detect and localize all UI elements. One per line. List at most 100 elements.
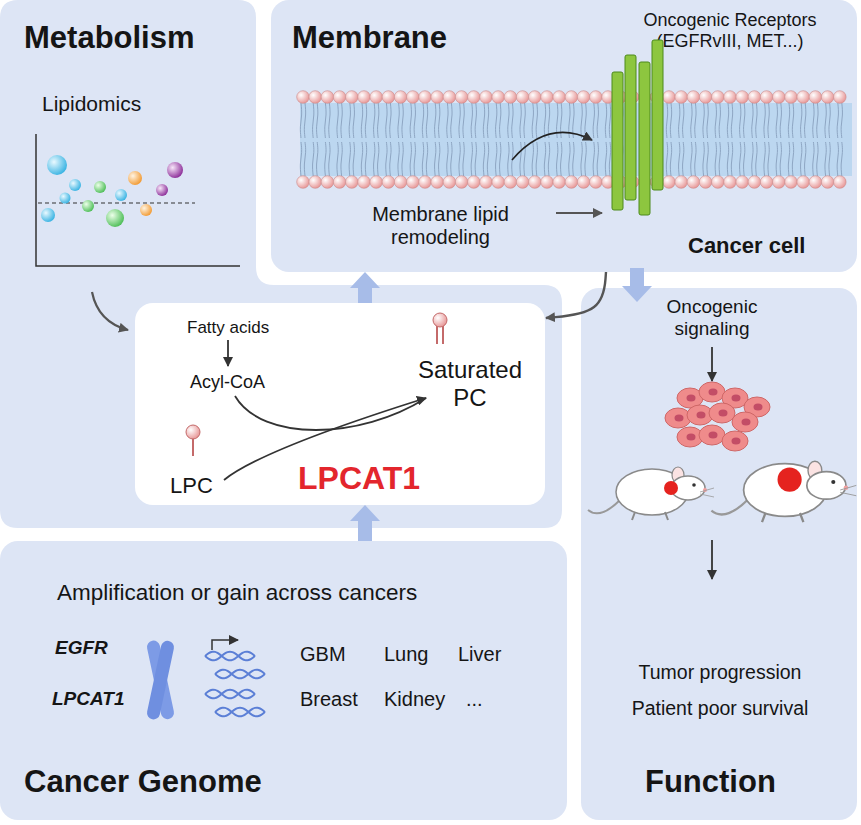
membrane-panel: MembraneOncogenic Receptors (EGFRvIII, M…: [271, 0, 857, 272]
cancer-type: Liver: [458, 643, 501, 666]
tumor-cells: [699, 425, 725, 445]
metabolite-label: Acyl-CoA: [190, 372, 265, 393]
lipid-bilayer: [646, 142, 647, 176]
tumor-cells: [699, 382, 725, 402]
lipid-bilayer: [736, 176, 749, 189]
reaction-scheme: [433, 313, 447, 327]
lipid-bilayer: [841, 142, 842, 176]
lipid-bilayer: [341, 142, 342, 176]
cancer-type: Kidney: [384, 688, 445, 711]
lipid-bilayer: [317, 142, 318, 176]
lipid-bilayer: [496, 142, 497, 176]
outcome-label: Patient poor survival: [590, 697, 850, 719]
lipid-bilayer: [536, 142, 537, 176]
lipid-bilayer: [829, 103, 830, 138]
mouse: [831, 480, 835, 484]
lipid-bilayer: [679, 103, 680, 138]
lipid-bilayer: [602, 176, 615, 189]
lipid-bilayer: [524, 103, 525, 138]
lipid-bilayer: [569, 142, 570, 176]
tumor-cells: [732, 395, 741, 402]
lipid-bilayer: [500, 142, 501, 176]
lipid-bilayer: [553, 91, 566, 104]
tumor-cells: [709, 432, 718, 439]
tumor-cells: [722, 431, 748, 451]
tumor-cells: [665, 382, 770, 451]
lipid-bilayer: [349, 103, 350, 138]
plot-title: Lipidomics: [42, 92, 141, 116]
lipid-bilayer: [805, 142, 806, 176]
lipid-bilayer: [654, 103, 655, 138]
tumor-cells: [677, 427, 703, 447]
lipid-bilayer: [658, 103, 659, 138]
flow-arrow: [92, 292, 128, 330]
dna-helix: [205, 690, 255, 699]
lipid-bilayer: [792, 142, 793, 176]
lipid-bilayer: [451, 142, 452, 176]
lipid-bilayer: [813, 103, 814, 138]
block-arrow: [358, 521, 372, 541]
lipid-bilayer: [532, 142, 533, 176]
process-label: Oncogenic signaling: [647, 296, 777, 340]
lipid-bilayer: [374, 103, 375, 138]
lipid-bilayer: [386, 142, 387, 176]
lipid-bilayer: [663, 91, 676, 104]
lipid-bilayer: [740, 103, 741, 138]
lipid-bilayer: [394, 176, 407, 189]
lipid-bilayer: [760, 91, 773, 104]
lipid-bilayer: [358, 176, 371, 189]
lipid-bilayer: [455, 91, 468, 104]
lipid-bilayer: [622, 103, 623, 138]
mouse: [671, 476, 705, 500]
lipid-bilayer: [756, 103, 757, 138]
lipidomics-plot: [128, 171, 142, 185]
lipid-bilayer: [483, 142, 484, 176]
lipid-bilayer: [626, 176, 639, 189]
lipid-bilayer: [687, 176, 700, 189]
lipid-bilayer: [557, 142, 558, 176]
lipid-bilayer: [719, 103, 720, 138]
lipid-bilayer: [609, 103, 610, 138]
lipid-bilayer: [422, 142, 423, 176]
lipid-bilayer: [654, 142, 655, 176]
panel-heading: Membrane: [292, 20, 447, 56]
lipid-bilayer: [797, 176, 810, 189]
panel-subtitle: Amplification or gain across cancers: [57, 580, 417, 606]
flow-arrow: [546, 272, 606, 318]
lipid-bilayer: [353, 103, 354, 138]
lipid-bilayer: [402, 142, 403, 176]
lipid-bilayer: [829, 142, 830, 176]
panel-heading: Metabolism: [24, 20, 195, 56]
lipid-bilayer: [695, 142, 696, 176]
dna-helix: [215, 670, 265, 679]
lipid-bilayer: [666, 142, 667, 176]
cancer-type: ...: [466, 688, 483, 711]
lipid-bilayer: [544, 103, 545, 138]
lipid-bilayer: [618, 142, 619, 176]
lipid-bilayer: [329, 103, 330, 138]
tumor-cells: [699, 382, 725, 402]
lipid-bilayer: [825, 142, 826, 176]
cancer-type: Lung: [384, 643, 429, 666]
lipid-bilayer: [760, 176, 773, 189]
chromosome: [146, 640, 175, 721]
mouse: [711, 499, 748, 514]
lipid-bilayer: [304, 142, 305, 176]
mouse: [744, 464, 827, 517]
lipid-bilayer: [402, 103, 403, 138]
lipid-bilayer: [447, 142, 448, 176]
mouse: [672, 467, 684, 483]
lipid-bilayer: [638, 91, 651, 104]
lipid-bilayer: [748, 91, 761, 104]
lipid-bilayer: [557, 103, 558, 138]
lipid-bilayer: [463, 103, 464, 138]
lipid-bilayer: [788, 103, 789, 138]
lipidomics-plot: [69, 179, 81, 191]
tumor-cells: [732, 412, 758, 432]
lipid-bilayer: [565, 91, 578, 104]
tumor-cells: [677, 388, 703, 408]
lipidomics-plot: [156, 184, 168, 196]
lipid-bilayer: [699, 176, 712, 189]
lipid-bilayer: [609, 142, 610, 176]
lipid-bilayer: [585, 142, 586, 176]
